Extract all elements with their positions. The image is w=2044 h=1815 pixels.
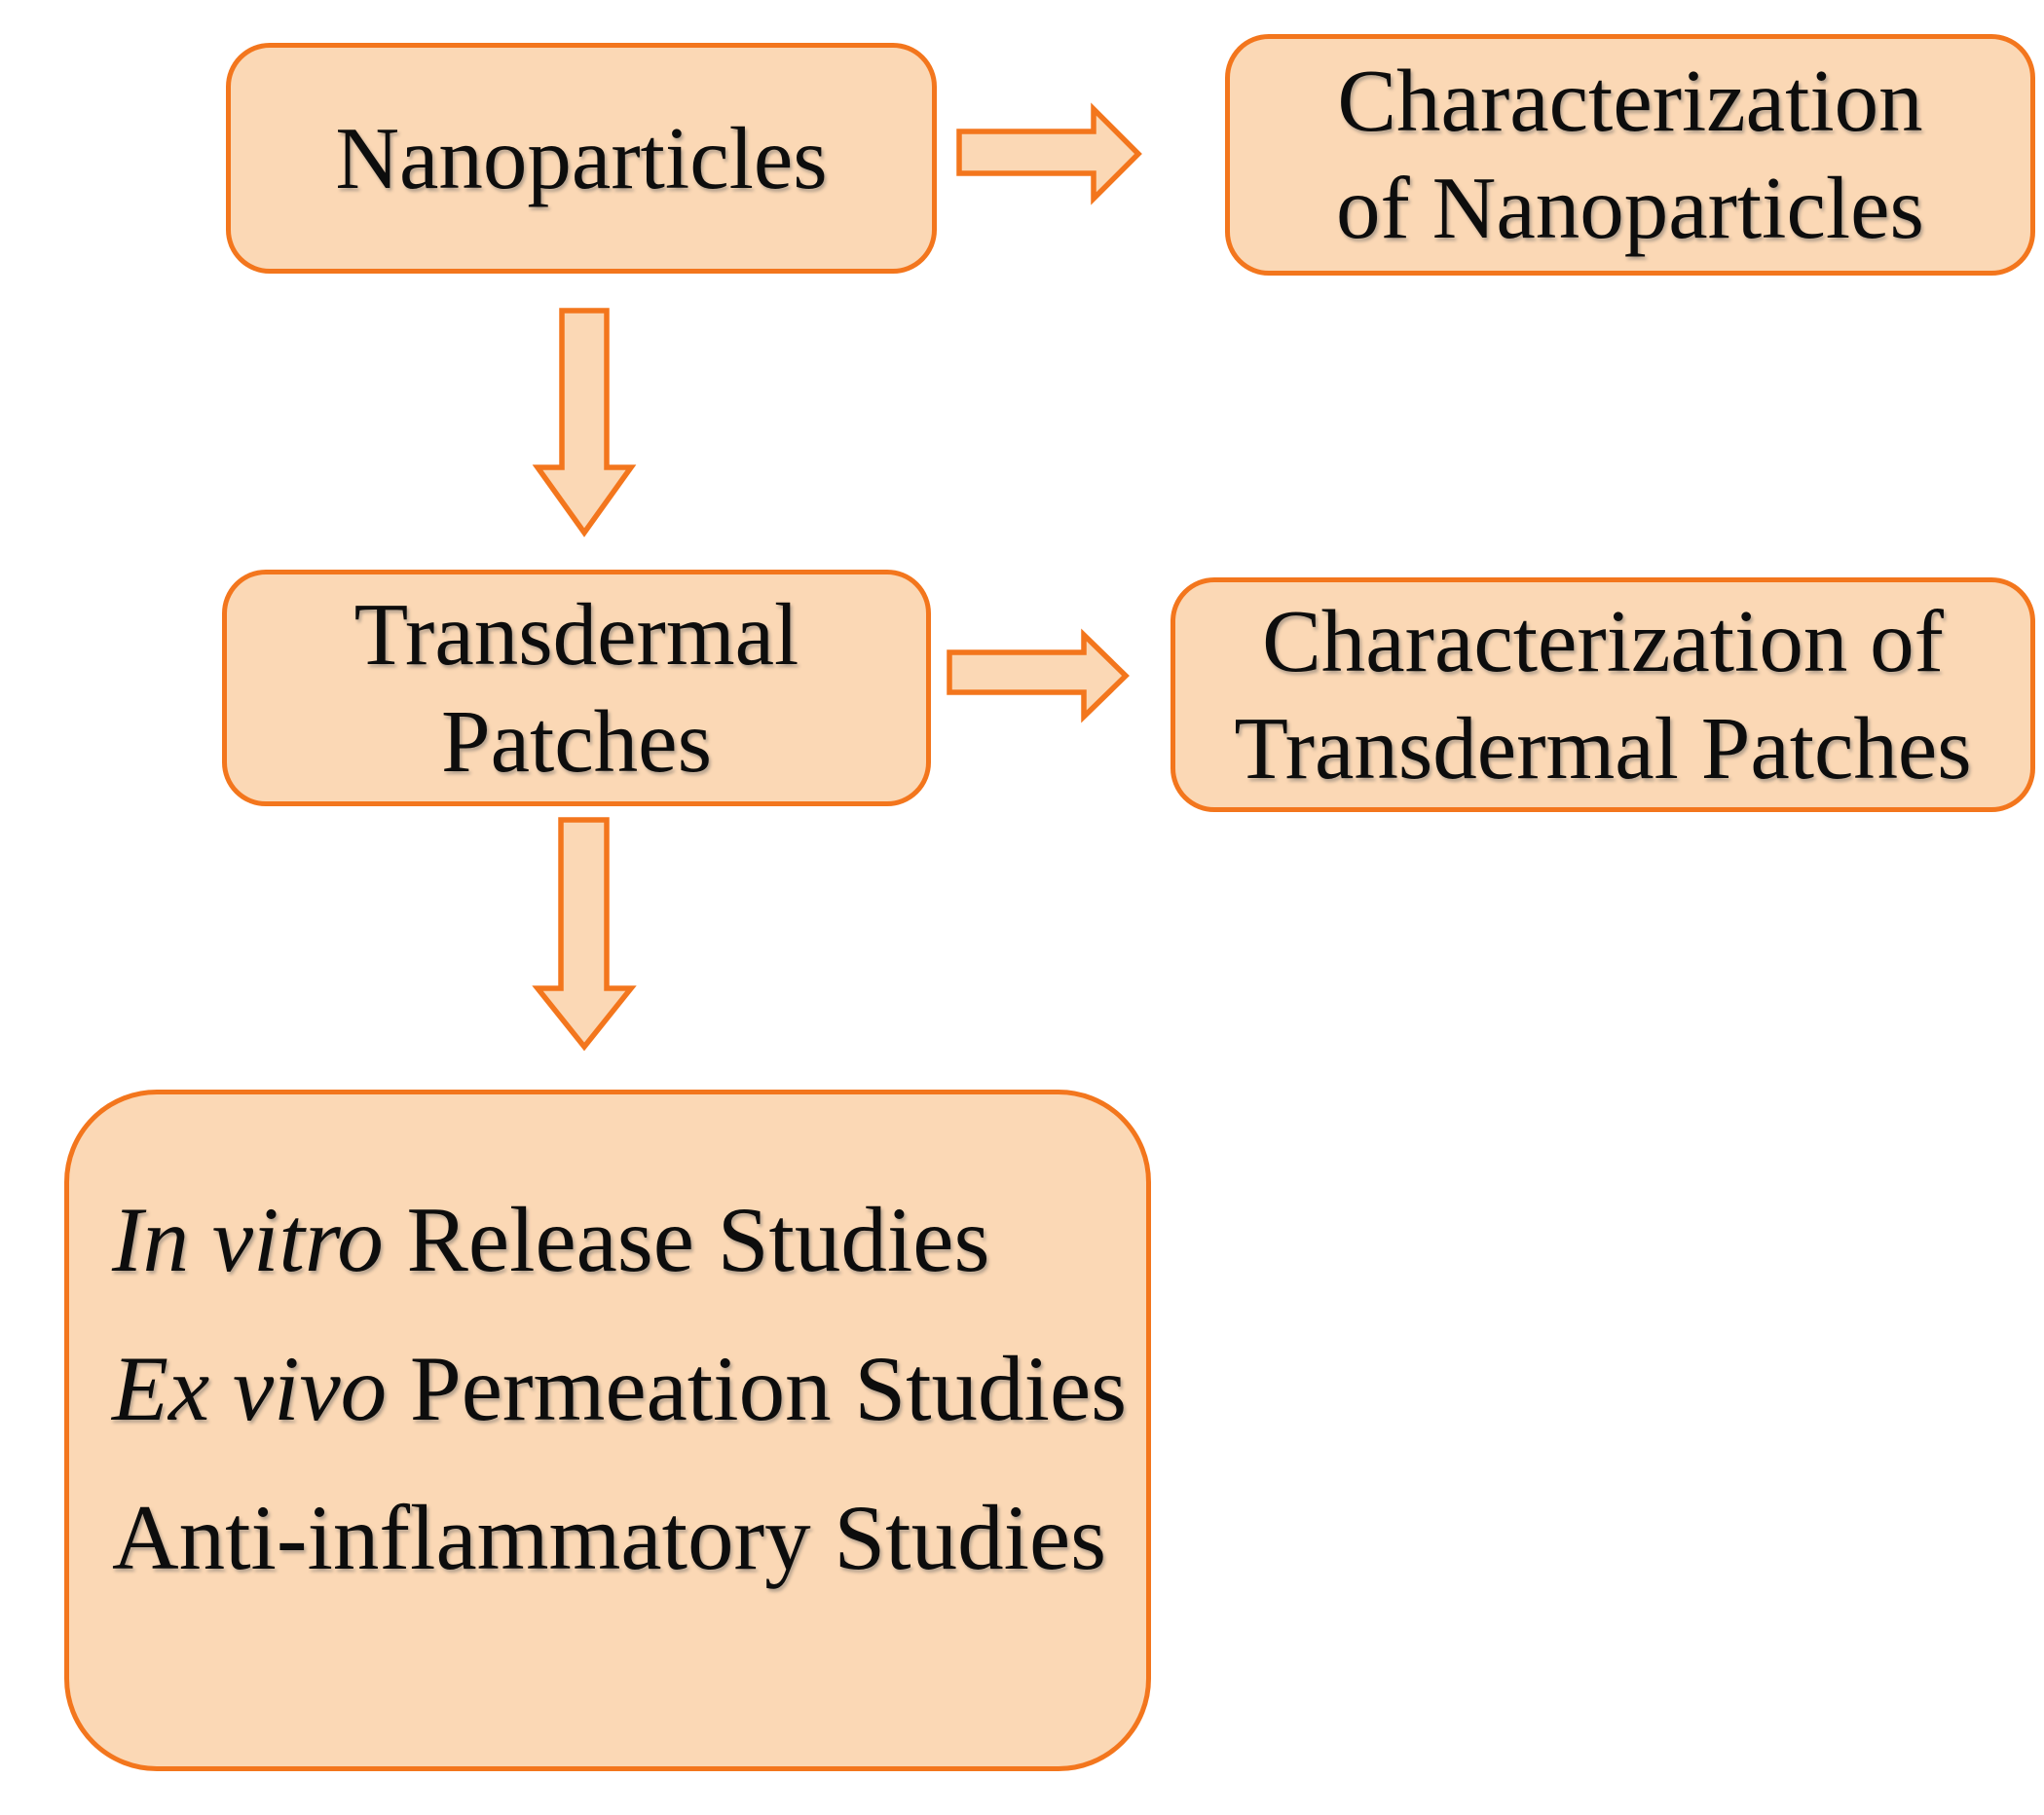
- node-label-line2: Patches: [441, 691, 712, 791]
- study-item-text: Release Studies: [383, 1188, 990, 1291]
- node-label-line1: Transdermal: [353, 584, 799, 684]
- node-label-line2: of Nanoparticles: [1336, 159, 1924, 257]
- right-arrow-icon-nanoparticles-to-characterization: [956, 102, 1142, 205]
- study-item-text: Permeation Studies: [387, 1337, 1128, 1440]
- down-arrow-icon-nanoparticles-to-transdermal: [532, 308, 637, 537]
- down-arrow-icon-transdermal-to-studies: [532, 817, 637, 1052]
- study-item-latin-term: Ex vivo: [112, 1337, 388, 1440]
- study-item-ex-vivo: Ex vivo Permeation Studies: [112, 1333, 1127, 1444]
- right-arrow-icon-transdermal-to-characterization: [947, 628, 1130, 723]
- node-transdermal-patches: Transdermal Patches: [222, 570, 931, 806]
- node-label: Nanoparticles: [335, 108, 828, 207]
- node-characterization-of-nanoparticles: Characterization of Nanoparticles: [1225, 34, 2035, 276]
- study-item-in-vitro: In vitro Release Studies: [112, 1184, 989, 1295]
- study-item-anti-inflammatory: Anti-inflammatory Studies: [112, 1482, 1106, 1593]
- study-item-latin-term: In vitro: [112, 1188, 384, 1291]
- node-characterization-of-transdermal-patches: Characterization of Transdermal Patches: [1171, 577, 2035, 812]
- node-label-line1: Characterization of: [1262, 591, 1944, 690]
- node-label-line1: Characterization: [1337, 52, 1923, 150]
- node-label-line2: Transdermal Patches: [1234, 698, 1972, 797]
- node-studies: In vitro Release Studies Ex vivo Permeat…: [64, 1090, 1151, 1771]
- study-item-text: Anti-inflammatory Studies: [112, 1486, 1107, 1589]
- node-nanoparticles: Nanoparticles: [226, 43, 937, 274]
